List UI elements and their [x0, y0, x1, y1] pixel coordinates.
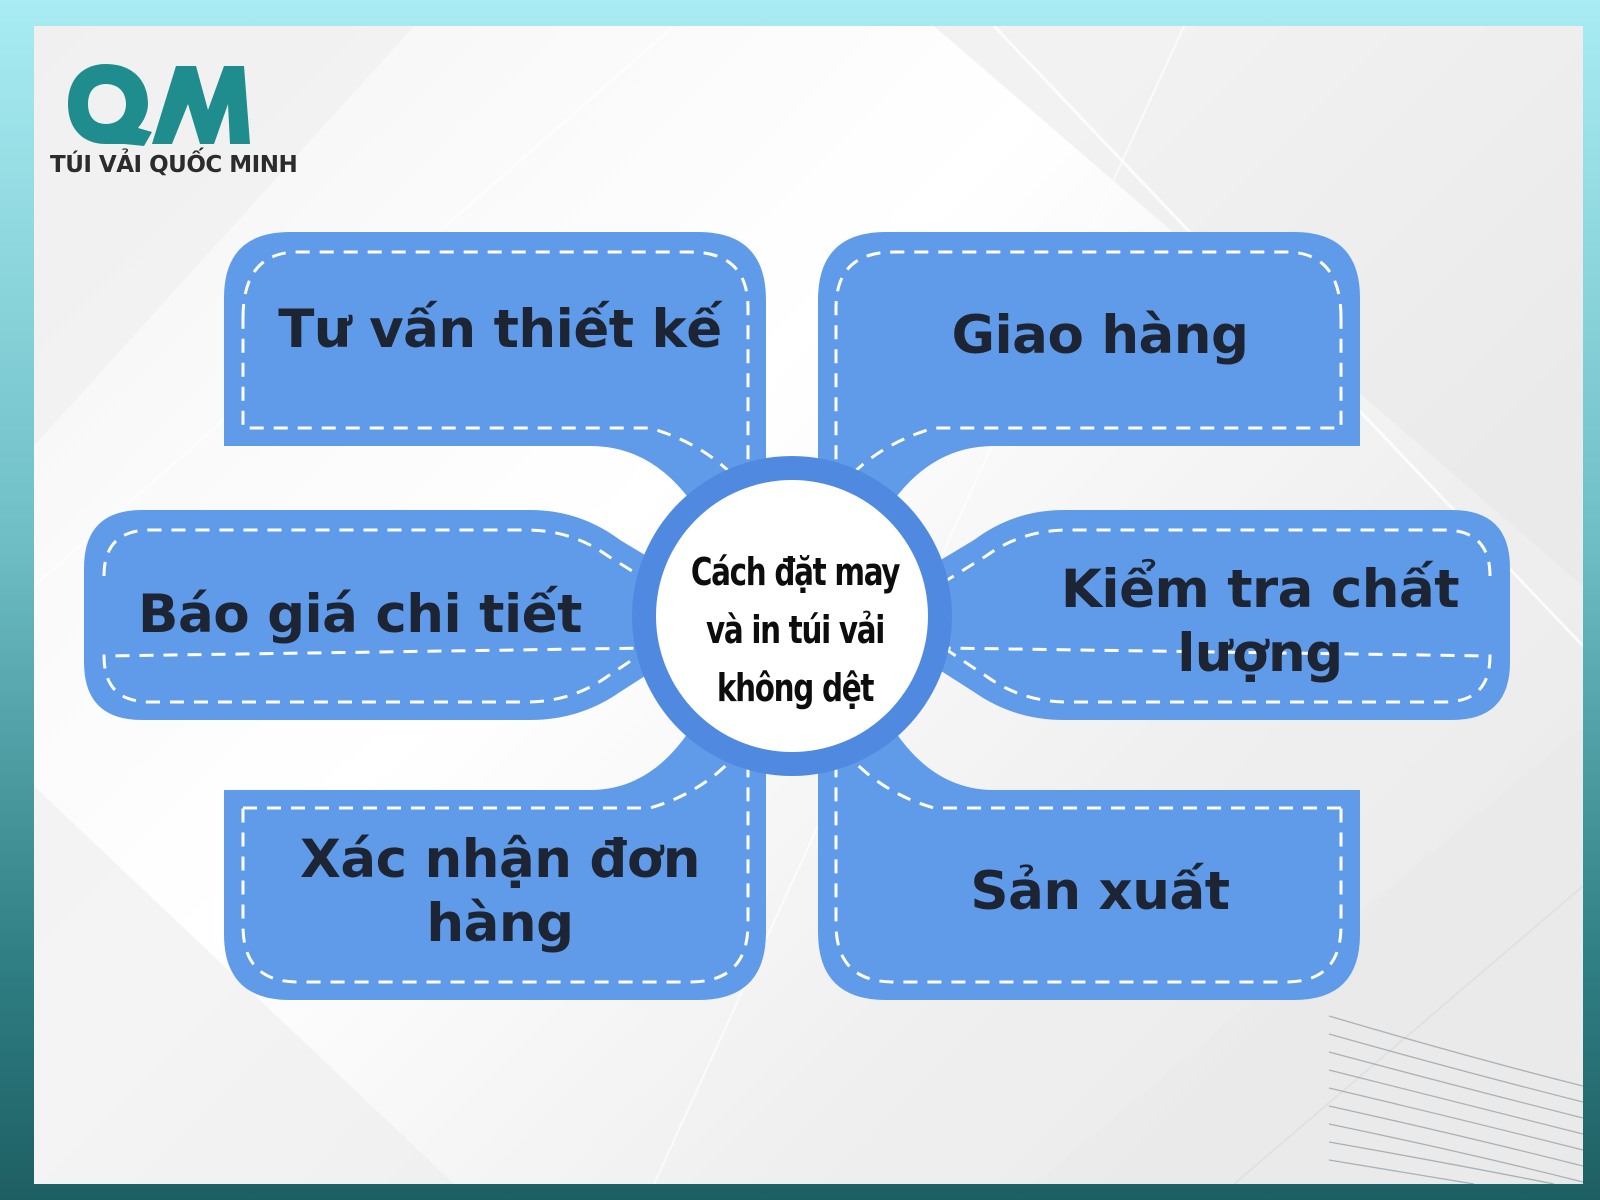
step-node-delivery [818, 232, 1360, 500]
step-label-quality-check: Kiểm tra chất lượng [1060, 559, 1460, 684]
step-label-quotation: Báo giá chi tiết [138, 584, 582, 645]
step-label-order-confirmation: Xác nhận đơn hàng [300, 829, 701, 954]
corner-lines-decoration [1328, 1015, 1583, 1184]
center-title: Cách đặt may và in túi vải không dệt [690, 550, 901, 710]
step-node-quotation [84, 510, 670, 720]
brand-tagline: TÚI VẢI QUỐC MINH [50, 152, 298, 178]
step-node-quality-check [924, 510, 1510, 720]
step-node-consult-design [224, 232, 766, 500]
qm-logo-icon [68, 64, 250, 146]
step-label-production: Sản xuất [970, 861, 1230, 922]
step-label-consult-design: Tư vấn thiết kế [278, 299, 722, 360]
step-node-order-confirmation [224, 730, 766, 1000]
center-hub [632, 456, 952, 776]
step-label-delivery: Giao hàng [951, 305, 1249, 366]
step-node-production [818, 730, 1360, 1000]
